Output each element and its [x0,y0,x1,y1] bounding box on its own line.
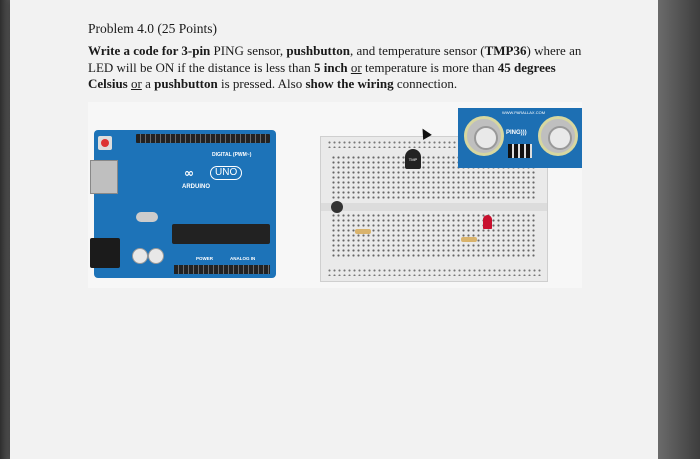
tmp36-sensor: TMP [405,149,421,169]
power-rail-bottom [327,268,541,276]
reset-button [98,136,112,150]
left-background [0,0,10,459]
text-or-1: or [350,59,362,75]
wiring-figure: DIGITAL (PWM~) ∞ UNO ARDUINO POWER ANALO… [88,102,582,288]
problem-statement: Write a code for 3-pin PING sensor, push… [88,43,588,93]
text-ping: PING sensor, [210,43,287,58]
pushbutton [331,201,343,213]
analog-label: ANALOG IN [230,256,256,261]
text-bold-write: Write a code for [88,43,182,58]
ultrasonic-transducer-left [464,116,504,156]
breadboard-holes-bottom [331,213,537,259]
crystal-oscillator [136,212,158,222]
red-led [483,215,492,229]
text-a: a [141,76,155,91]
text-pushbutton: pushbutton [286,43,350,58]
arduino-uno-board: DIGITAL (PWM~) ∞ UNO ARDUINO POWER ANALO… [90,130,276,278]
arduino-logo-icon: ∞ [184,166,194,180]
ping-pins [508,144,532,158]
power-jack [90,238,120,268]
uno-label: UNO [210,166,243,180]
text-wiring: show the wiring [305,76,394,91]
resistor [461,237,477,242]
text-connection: connection. [393,76,458,91]
text-temp: , and temperature sensor ( [349,43,485,58]
digital-label: DIGITAL (PWM~) [212,152,252,158]
resistor [355,229,371,234]
breadboard-center-channel [321,203,547,211]
right-background [658,0,700,459]
ultrasonic-transducer-right [538,116,578,156]
text-temperature: temperature is more than [361,59,498,75]
capacitor [148,248,164,264]
ping-sensor: WWW.PARALLAX.COM PING))) [458,108,582,168]
power-rail-top [327,140,541,148]
text-45c: 45 degrees Celsius [88,59,556,92]
microcontroller-chip [172,224,270,244]
text-5inch: 5 inch [314,59,348,75]
text-tmp36: TMP36 [484,43,527,58]
ping-brand: WWW.PARALLAX.COM [502,110,546,115]
digital-header [136,134,270,143]
usb-port [90,160,118,194]
capacitor [132,248,148,264]
text-led: ) where an LED will be ON if the distanc… [88,43,582,75]
text-3pin: 3-pin [181,43,211,58]
arduino-brand-label: ARDUINO [182,184,210,190]
power-analog-header [174,265,270,274]
text-pressed: is pressed. Also [217,76,306,91]
power-label: POWER [196,256,214,261]
ping-label: PING))) [506,130,527,136]
text-pushbutton-2: pushbutton [154,76,218,91]
problem-title: Problem 4.0 (25 Points) [88,21,218,36]
text-or-2: or [130,76,142,91]
